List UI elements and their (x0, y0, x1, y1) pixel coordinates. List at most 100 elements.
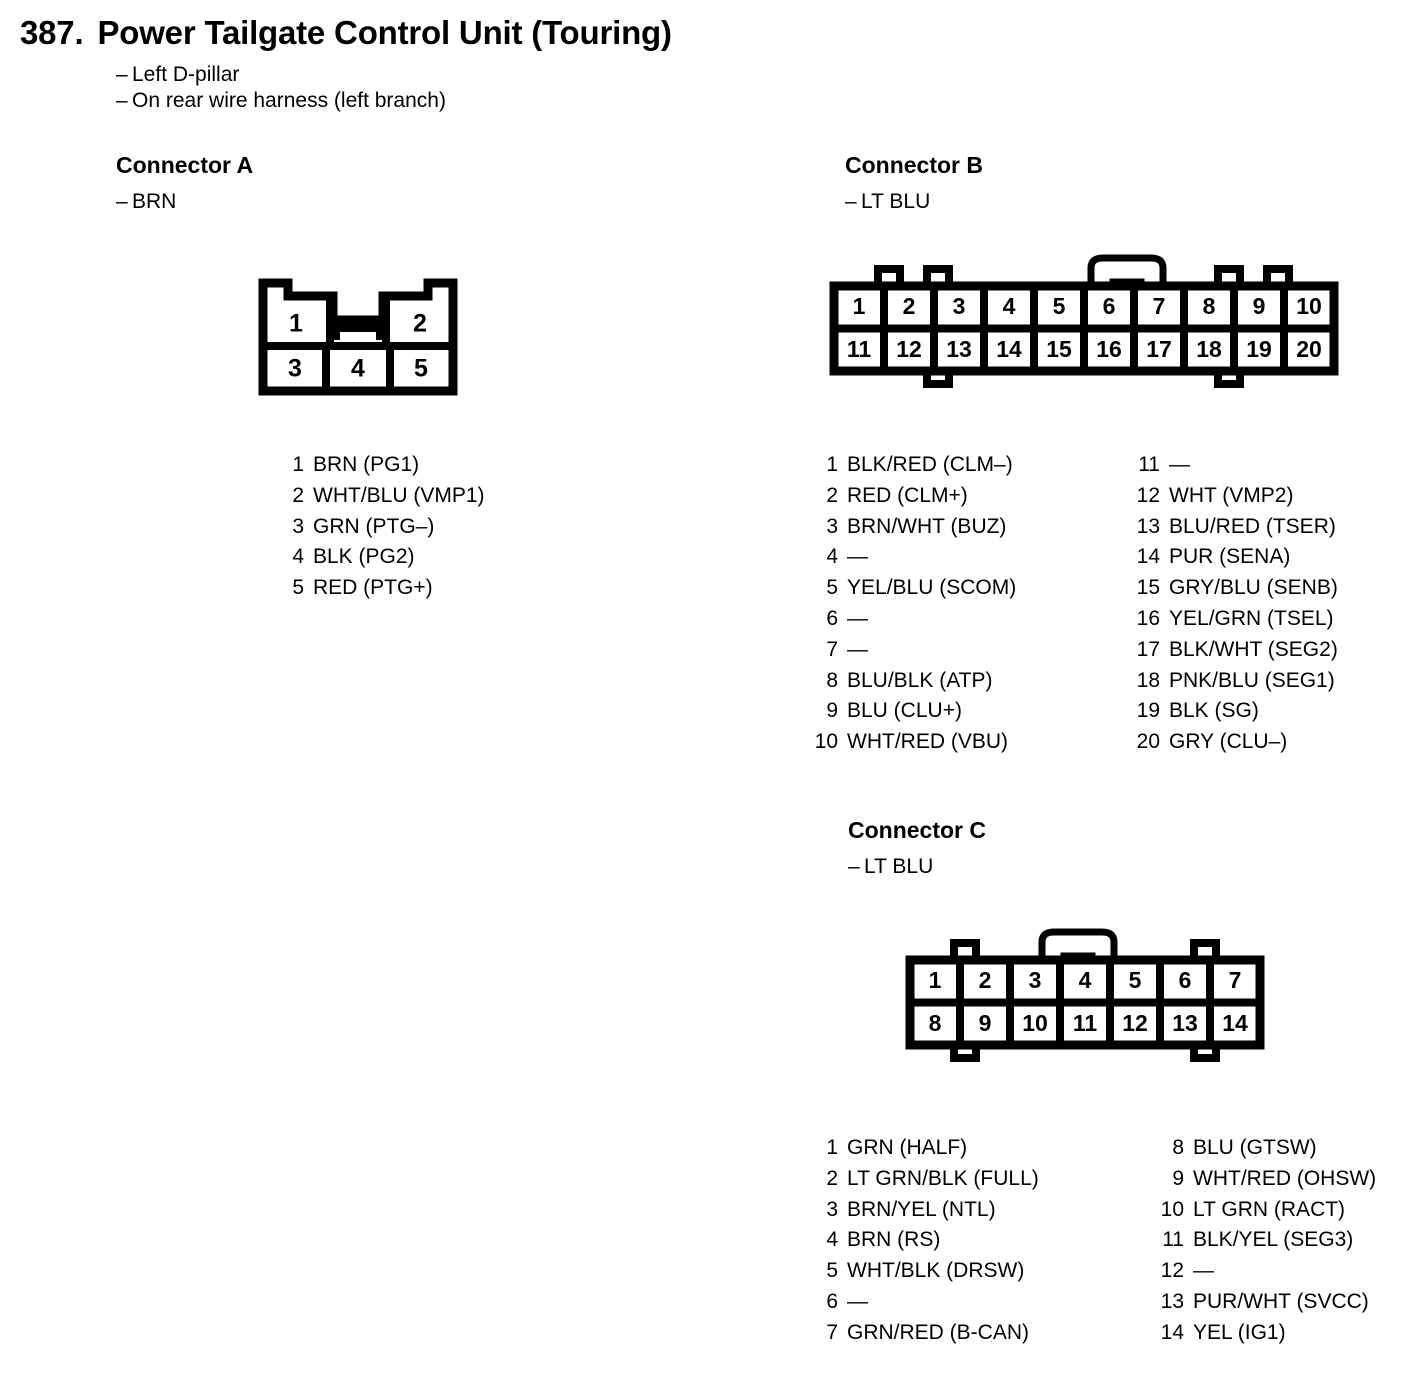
svg-text:12: 12 (896, 336, 922, 362)
svg-text:7: 7 (1229, 967, 1242, 993)
svg-text:11: 11 (847, 336, 872, 362)
note-text-0: Left D-pillar (132, 63, 240, 86)
svg-text:4: 4 (1003, 293, 1016, 319)
pin-description: BLU/BLK (ATP) (847, 668, 993, 692)
pin-number: 20 (1136, 730, 1160, 754)
pin-number: 7 (826, 1320, 838, 1344)
pin-cell-3: 3 (288, 355, 302, 383)
pin-description: BLK (SG) (1169, 699, 1259, 723)
pin-number: 10 (814, 730, 838, 754)
pin-description: BLK/WHT (SEG2) (1169, 637, 1338, 661)
pin-description: GRY/BLU (SENB) (1169, 576, 1338, 600)
svg-text:12: 12 (1122, 1010, 1148, 1036)
svg-text:1: 1 (853, 293, 866, 319)
pin-description: BLU (CLU+) (847, 699, 962, 723)
pin-number: 15 (1136, 576, 1160, 600)
svg-text:1: 1 (929, 967, 942, 993)
svg-text:17: 17 (1146, 336, 1172, 362)
pin-description: BRN/WHT (BUZ) (847, 514, 1007, 538)
pin-description: — (847, 637, 868, 661)
svg-text:16: 16 (1096, 336, 1122, 362)
pin-number: 4 (292, 545, 304, 569)
pin-number: 18 (1136, 668, 1160, 692)
pin-number: 3 (826, 1197, 838, 1221)
pin-description: BLK/RED (CLM–) (847, 453, 1013, 476)
pin-row: 8 BLU/BLK (ATP) (812, 666, 1016, 697)
pin-description: RED (PTG+) (313, 576, 433, 600)
svg-text:10: 10 (1296, 293, 1322, 319)
pin-description: LT GRN (RACT) (1193, 1197, 1346, 1221)
pin-description: BRN (RS) (847, 1228, 941, 1252)
connector-c-color-text: LT BLU (864, 855, 934, 878)
pin-description: YEL/GRN (TSEL) (1169, 606, 1334, 630)
page-title-text: Power Tailgate Control Unit (Touring) (97, 14, 672, 51)
pin-description: — (1169, 453, 1190, 476)
connector-b-color-text: LT BLU (861, 190, 931, 213)
svg-text:13: 13 (1172, 1010, 1198, 1036)
svg-text:14: 14 (996, 336, 1022, 362)
svg-text:19: 19 (1246, 336, 1272, 362)
pin-number: 2 (826, 483, 838, 507)
pin-number: 14 (1160, 1320, 1184, 1344)
pin-number: 6 (826, 1289, 838, 1313)
pin-number: 14 (1136, 545, 1160, 569)
pin-description: PUR/WHT (SVCC) (1193, 1289, 1369, 1313)
pin-number: 9 (826, 699, 838, 723)
pin-number: 5 (826, 576, 838, 600)
connector-a-heading: Connector A (116, 152, 254, 178)
connector-a-color: –BRN (116, 190, 176, 214)
pin-description: BRN/YEL (NTL) (847, 1197, 996, 1221)
pin-row: 9 BLU (CLU+) (812, 696, 1016, 727)
pin-row: 16 YEL/GRN (TSEL) (1134, 604, 1338, 635)
pin-number: 3 (826, 514, 838, 538)
pin-number: 1 (292, 453, 304, 476)
svg-text:9: 9 (979, 1010, 992, 1036)
pin-row: 4 BLK (PG2) (278, 542, 485, 573)
pin-cell-1: 1 (289, 310, 303, 338)
pin-row: 1 BRN (PG1) (278, 450, 485, 481)
pin-description: — (1193, 1259, 1214, 1283)
pin-description: BRN (PG1) (313, 453, 420, 476)
pin-number: 8 (826, 668, 838, 692)
pin-number: 13 (1160, 1289, 1184, 1313)
pin-row: 7— (812, 635, 1016, 666)
pin-number: 16 (1136, 606, 1160, 630)
connector-b-color: –LT BLU (845, 190, 930, 214)
pin-row: 11— (1134, 450, 1338, 481)
pin-description: GRN/RED (B-CAN) (847, 1320, 1029, 1344)
note-item: –Left D-pillar (116, 62, 446, 88)
svg-text:3: 3 (1029, 967, 1042, 993)
note-item: –On rear wire harness (left branch) (116, 88, 446, 114)
svg-text:6: 6 (1179, 967, 1192, 993)
pin-row: 14 PUR (SENA) (1134, 542, 1338, 573)
svg-text:20: 20 (1296, 336, 1322, 362)
pin-number: 5 (826, 1259, 838, 1283)
pin-description: PUR (SENA) (1169, 545, 1291, 569)
pin-number: 8 (1172, 1136, 1184, 1159)
svg-text:11: 11 (1073, 1010, 1098, 1036)
bullet-dash-icon: – (116, 63, 128, 86)
pin-description: YEL/BLU (SCOM) (847, 576, 1017, 600)
svg-text:18: 18 (1196, 336, 1222, 362)
pin-cell-2: 2 (413, 310, 427, 338)
note-text-1: On rear wire harness (left branch) (132, 89, 446, 112)
svg-text:8: 8 (929, 1010, 942, 1036)
pin-row: 6— (812, 604, 1016, 635)
pin-description: BLK (PG2) (313, 545, 415, 569)
connector-c-diagram: 1 2 3 4 5 6 7 8 9 10 11 12 13 14 (905, 928, 1265, 1062)
svg-text:5: 5 (1129, 967, 1142, 993)
location-notes: –Left D-pillar –On rear wire harness (le… (116, 62, 446, 114)
svg-text:10: 10 (1022, 1010, 1048, 1036)
pin-number: 1 (826, 1136, 838, 1159)
